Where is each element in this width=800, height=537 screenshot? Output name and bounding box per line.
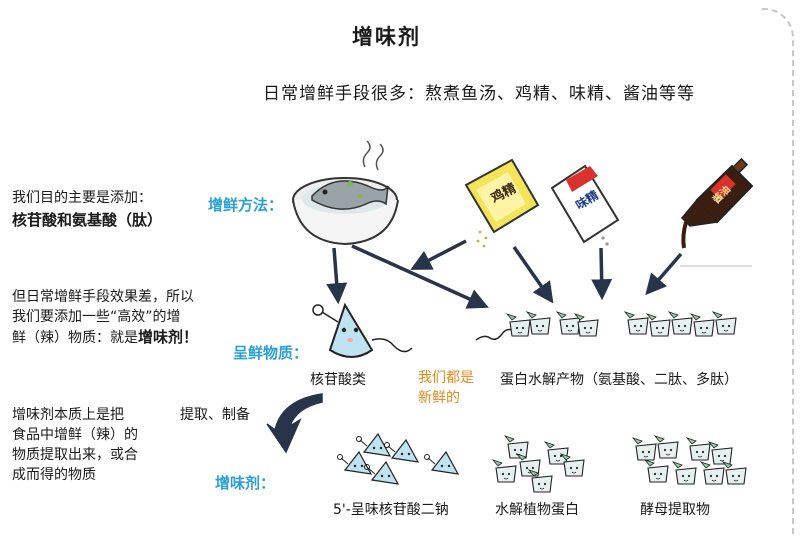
nucleotide-character-icon [312, 302, 413, 358]
subtitle: 日常增鲜手段很多：熬煮鱼汤、鸡精、味精、酱油等等 [263, 84, 695, 104]
arrow-msg-protein [591, 247, 613, 301]
arrow-chicken-protein [512, 245, 554, 304]
essence-line-2: 食品中增鲜（辣）的 [12, 427, 138, 443]
chicken-essence-bag-icon: 鸡精 [464, 158, 540, 248]
enhancer-hvp-label: 水解植物蛋白 [495, 502, 579, 518]
nucleotide-label: 核苷酸类 [310, 372, 366, 388]
essence-line-3: 物质提取出来，或合 [12, 447, 138, 463]
arrow-soy-protein [645, 252, 683, 296]
arrow-chicken-nucleotide [410, 239, 467, 270]
protein-hydrolysate-label: 蛋白水解产物（氨基酸、二肽、多肽） [500, 372, 738, 388]
protein-hydrolysate-characters [506, 311, 737, 337]
process-label: 提取、制备 [180, 407, 250, 423]
enhancer-hvp-characters [492, 435, 585, 493]
effect-line-3: 鲜（辣）物质：就是增味剂！ [12, 328, 199, 346]
page-title: 增味剂 [352, 25, 421, 49]
substance-row-label: 呈鲜物质： [233, 344, 309, 362]
extraction-arrow-icon [266, 393, 323, 454]
essence-line-1: 增味剂本质上是把 [12, 407, 124, 423]
enhancer-nucleotide-characters [336, 433, 459, 485]
msg-bag-icon: 味精 [550, 164, 620, 246]
speech-line-1: 我们都是 [418, 370, 474, 386]
arrow-soup-protein [351, 244, 489, 309]
method-row-label: 增鲜方法： [208, 196, 284, 214]
purpose-line-1: 我们目的主要是添加： [12, 190, 152, 206]
effect-highlight: 增味剂！ [138, 328, 199, 346]
purpose-line-2: 核苷酸和氨基酸（肽） [12, 211, 163, 229]
soy-sauce-bottle-icon: 酱油 [680, 157, 754, 267]
enhancer-row-label: 增味剂： [215, 474, 276, 492]
enhancer-nucleotide-label: 5'-呈味核苷酸二钠 [333, 502, 449, 518]
enhancer-yeast-characters [632, 435, 747, 485]
arrow-soup-nucleotide [326, 247, 348, 305]
fish-soup-bowl-icon [292, 140, 399, 246]
enhancer-yeast-label: 酵母提取物 [640, 502, 710, 518]
speech-line-2: 新鲜的 [418, 390, 460, 406]
connector-squiggle [475, 328, 513, 341]
effect-line-2: 我们要添加一些“高效”的增 [12, 309, 181, 325]
effect-line-1: 但日常增鲜手段效果差，所以 [12, 289, 194, 305]
source-arrows [326, 239, 683, 309]
essence-line-4: 成而得的物质 [12, 467, 96, 483]
